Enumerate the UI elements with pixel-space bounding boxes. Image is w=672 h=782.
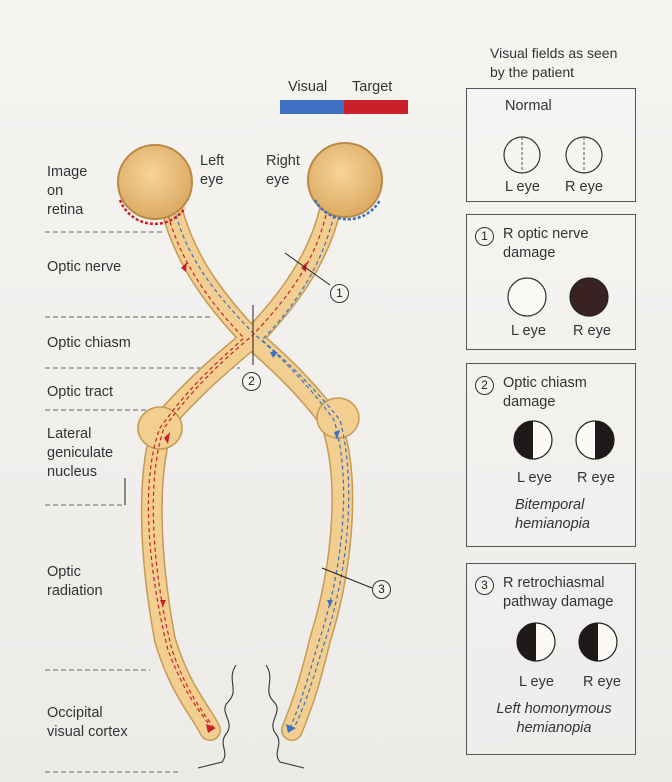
- label-optic-radiation: Optic radiation: [47, 563, 103, 601]
- box-2-right-eye-label: R eye: [577, 470, 615, 486]
- box-3-right-eye-label: R eye: [583, 674, 621, 690]
- lesion-marker-1: 1: [330, 284, 349, 303]
- box-1-left-field: [508, 278, 546, 316]
- box-2-left-eye-label: L eye: [517, 470, 552, 486]
- left-eyeball: [118, 145, 192, 219]
- lesion-marker-3: 3: [372, 580, 391, 599]
- field-box-3: 3 R retrochiasmal pathway damage L eye R…: [466, 563, 636, 755]
- box-1-left-eye-label: L eye: [511, 323, 546, 339]
- label-lgn: Lateral geniculate nucleus: [47, 425, 113, 482]
- right-eye-label: Right eye: [266, 152, 300, 190]
- panel-header: Visual fields as seen by the patient: [490, 44, 617, 82]
- box-3-left-field: [517, 623, 536, 661]
- box-2-left-field: [514, 421, 533, 459]
- legend-target-label: Target: [352, 78, 392, 97]
- legend-visual-label: Visual: [288, 78, 327, 97]
- field-box-normal: Normal L eye R eye: [466, 88, 636, 202]
- box-3-left-eye-label: L eye: [519, 674, 554, 690]
- box-3-caption: Left homonymous hemianopia: [489, 700, 619, 738]
- lesion-marker-2: 2: [242, 372, 261, 391]
- box-2-caption: Bitemporal hemianopia: [515, 496, 590, 534]
- optic-pathway: [152, 210, 343, 730]
- normal-fields: [467, 89, 637, 203]
- label-occipital-cortex: Occipital visual cortex: [47, 704, 128, 742]
- legend-visual-swatch: [280, 100, 344, 114]
- label-image-on-retina: Image on retina: [47, 163, 87, 220]
- label-optic-nerve: Optic nerve: [47, 258, 121, 277]
- box-2-right-field: [595, 421, 614, 459]
- left-eye-label: Left eye: [200, 152, 224, 190]
- label-optic-chiasm: Optic chiasm: [47, 334, 131, 353]
- label-optic-tract: Optic tract: [47, 383, 113, 402]
- box-1-right-eye-label: R eye: [573, 323, 611, 339]
- box-1-fields: [467, 215, 637, 351]
- box-3-right-field: [579, 623, 598, 661]
- box-1-right-field: [570, 278, 608, 316]
- normal-right-eye-label: R eye: [565, 179, 603, 195]
- legend-target-swatch: [344, 100, 408, 114]
- normal-left-eye-label: L eye: [505, 179, 540, 195]
- field-box-2: 2 Optic chiasm damage L eye R eye Bitemp…: [466, 363, 636, 547]
- field-box-1: 1 R optic nerve damage L eye R eye: [466, 214, 636, 350]
